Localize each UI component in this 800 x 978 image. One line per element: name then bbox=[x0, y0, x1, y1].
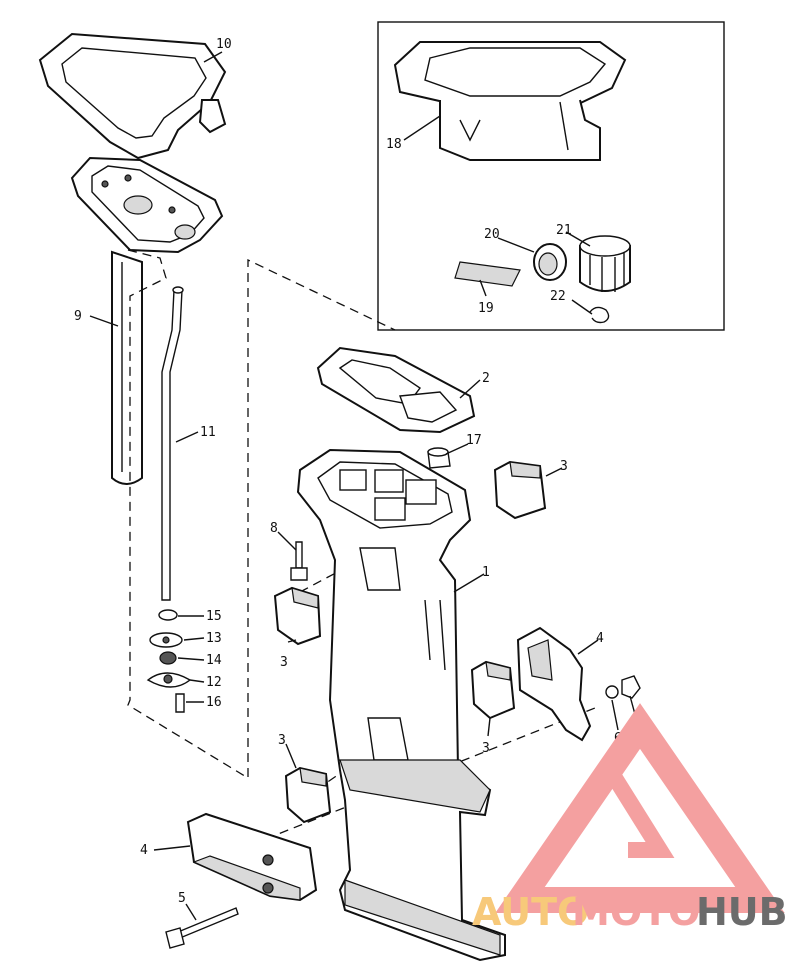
callout-2: 2 bbox=[482, 371, 490, 386]
callout-1: 1 bbox=[482, 565, 490, 580]
leader-lines bbox=[89, 51, 637, 921]
callout-19: 19 bbox=[478, 301, 494, 316]
part-8-bolt bbox=[290, 541, 308, 581]
callout-3-lower: 3 bbox=[278, 733, 286, 748]
watermark-word-moto: MOTO bbox=[572, 890, 700, 934]
callout-17: 17 bbox=[466, 433, 482, 448]
part-6-washer bbox=[605, 685, 619, 699]
part-1-driveshaft-housing bbox=[296, 448, 506, 962]
part-19-pad bbox=[454, 261, 521, 287]
callout-3-left: 3 bbox=[280, 655, 288, 670]
watermark-word-auto: AUTO bbox=[472, 890, 589, 934]
part-3-mount-left bbox=[273, 586, 322, 646]
part-10-grommet bbox=[38, 32, 227, 160]
callout-11: 11 bbox=[200, 425, 216, 440]
part-21-bushing bbox=[579, 235, 631, 292]
callout-18: 18 bbox=[386, 137, 402, 152]
assembly-dash-lower bbox=[237, 705, 601, 851]
assembly-dash-8 bbox=[299, 567, 346, 593]
callout-16: 16 bbox=[206, 695, 222, 710]
callout-10: 10 bbox=[216, 37, 232, 52]
callout-5: 5 bbox=[178, 891, 186, 906]
callout-4-upper: 4 bbox=[596, 631, 604, 646]
part-20-seal bbox=[533, 243, 567, 281]
part-3-mount-lower bbox=[284, 766, 332, 824]
part-3-mount-right bbox=[470, 660, 516, 720]
callout-20: 20 bbox=[484, 227, 500, 242]
part-17-nut bbox=[427, 447, 451, 469]
callout-21: 21 bbox=[556, 223, 572, 238]
part-3-mount-upper-right bbox=[493, 460, 547, 520]
part-9-plate-tube bbox=[70, 156, 224, 485]
part-11-water-tube bbox=[161, 286, 184, 601]
callout-13: 13 bbox=[206, 631, 222, 646]
callout-22: 22 bbox=[550, 289, 566, 304]
part-4-clamp-lower bbox=[186, 812, 318, 902]
part-2-gasket bbox=[316, 346, 476, 434]
assembly-dash-left bbox=[127, 249, 396, 780]
callout-15: 15 bbox=[206, 609, 222, 624]
parts-12-16-fittings bbox=[146, 609, 192, 713]
callout-4-lower: 4 bbox=[140, 843, 148, 858]
callout-9: 9 bbox=[74, 309, 82, 324]
part-7-nut bbox=[621, 675, 641, 699]
watermark-word-hub: HUB bbox=[696, 890, 788, 934]
part-22-clip bbox=[589, 306, 610, 324]
callout-3-upper-right: 3 bbox=[560, 459, 568, 474]
callout-14: 14 bbox=[206, 653, 222, 668]
part-5-long-bolt bbox=[165, 907, 239, 949]
inset-frame bbox=[377, 21, 725, 331]
part-18-flange-housing bbox=[393, 41, 627, 161]
part-4-clamp-upper bbox=[516, 626, 592, 742]
watermark-logo: AUTO MOTO HUB bbox=[472, 703, 788, 934]
callout-12: 12 bbox=[206, 675, 222, 690]
callout-8: 8 bbox=[270, 521, 278, 536]
callout-3-right: 3 bbox=[482, 741, 490, 756]
